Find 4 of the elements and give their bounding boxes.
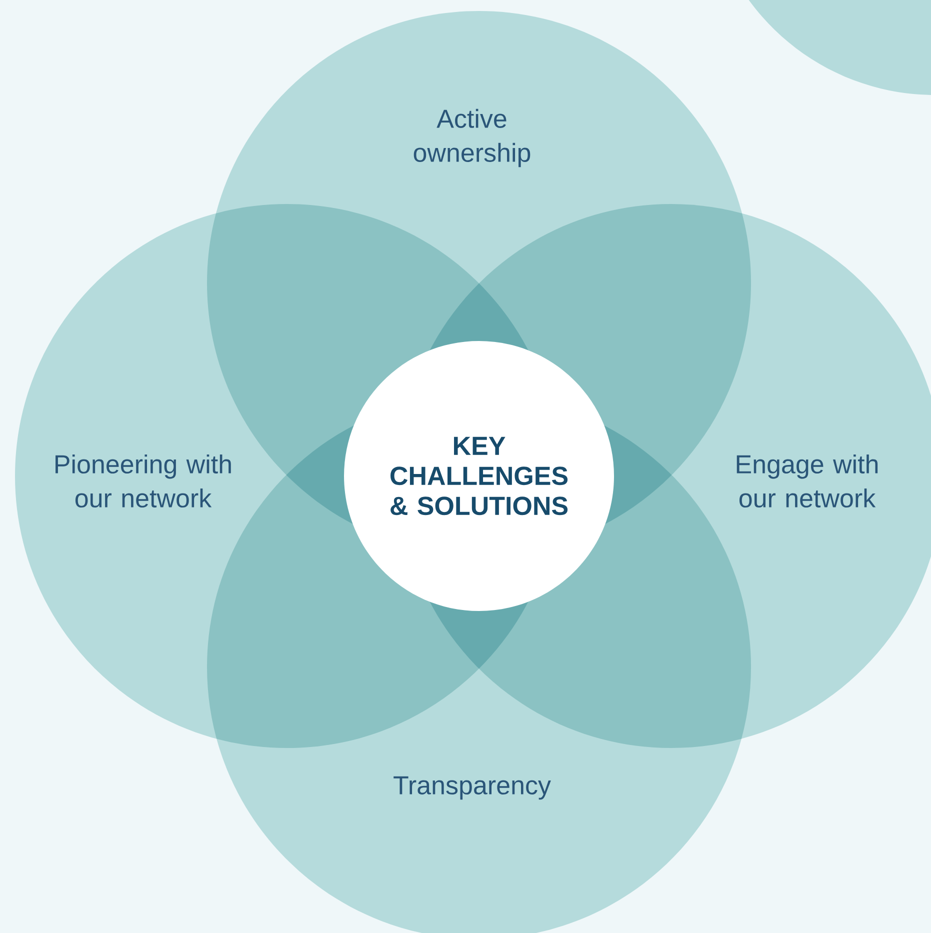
circle-label: Active ownership [414,108,530,168]
circle-label: Pioneering with our network [56,454,231,508]
circle-label: Engage with our network [736,454,878,508]
circle-label: Transparency [394,776,551,800]
